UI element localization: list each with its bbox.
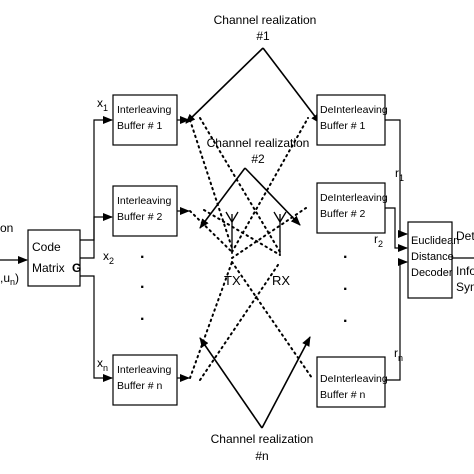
code-matrix-line2: Matrix [32, 261, 65, 275]
link-r1 [385, 119, 408, 238]
link-x2 [80, 213, 113, 259]
path-cross-n [199, 261, 281, 381]
input-symbols: ,un) [0, 271, 19, 287]
interleaving-buffer-2 [112, 185, 178, 237]
path-rx-from-tx-n [231, 261, 313, 379]
channel-1-right-arrow [262, 47, 321, 124]
interleaving-buffer-n [112, 354, 178, 406]
interleaving-buffer-1 [112, 94, 178, 146]
rn-label: rn [394, 346, 403, 363]
code-matrix-block [27, 229, 81, 287]
channel-1-title: Channel realization [214, 13, 317, 27]
generator-matrix-symbol: G [72, 261, 81, 275]
output-line1: Det [456, 229, 474, 243]
channel-1-left-arrow [185, 47, 264, 124]
x1-label: x1 [97, 96, 108, 113]
interleaving-buffer-2-line1: Interleaving [117, 195, 171, 207]
interleaver-ellipsis-3: · [140, 311, 145, 328]
path-cross-1 [199, 117, 281, 253]
channel-2-left-arrow [199, 167, 246, 229]
euclidean-distance-decoder [407, 221, 453, 299]
rx-antenna-icon [273, 211, 287, 254]
xn-label: xn [97, 356, 108, 373]
interleaving-buffer-n-line2: Buffer # n [117, 380, 162, 392]
tx-antenna-icon [225, 211, 239, 254]
deinterleaver-ellipsis-2: · [343, 281, 348, 298]
path-tx-buffern [189, 261, 233, 379]
decoder-line3: Decoder [411, 267, 453, 279]
link-r2 [385, 207, 408, 252]
channel-n-number: #n [255, 449, 268, 463]
deinterleaving-buffer-n-line1: DeInterleaving [320, 373, 388, 385]
deinterleaving-buffer-1 [316, 94, 386, 146]
path-cross-2 [203, 209, 281, 256]
deinterleaver-ellipsis-1: · [343, 249, 348, 266]
decoder-line1: Euclidean [411, 235, 459, 247]
deinterleaving-buffer-1-line1: DeInterleaving [320, 104, 388, 116]
rx-label: RX [272, 273, 290, 288]
interleaver-ellipsis-1: · [140, 249, 145, 266]
deinterleaving-buffer-2-line2: Buffer # 2 [320, 208, 365, 220]
path-rx-from-tx-1 [231, 117, 309, 253]
output-line3: Sym [456, 280, 474, 294]
decoder-line2: Distance [411, 251, 454, 263]
link-xn [80, 275, 113, 382]
path-tx-buffer1 [189, 119, 233, 249]
channel-2-number: #2 [251, 152, 265, 166]
path-tx-buffer2 [189, 210, 233, 253]
channel-n-title: Channel realization [211, 432, 314, 446]
deinterleaving-buffer-2-line1: DeInterleaving [320, 192, 388, 204]
interleaving-buffer-1-line1: Interleaving [117, 104, 171, 116]
link-x1 [80, 116, 113, 241]
interleaver-ellipsis-2: · [140, 279, 145, 296]
dotted-propagation-paths [189, 117, 313, 381]
channel-2-right-arrow [244, 167, 301, 226]
code-matrix-line1: Code [32, 240, 61, 254]
link-rn [385, 258, 408, 381]
output-line2: Info [456, 264, 474, 278]
deinterleaving-buffer-1-line2: Buffer # 1 [320, 120, 365, 132]
interleaving-buffer-1-line2: Buffer # 1 [117, 120, 162, 132]
input-label: on [0, 221, 13, 235]
tx-label: TX [224, 273, 241, 288]
channel-n-left-arrow [199, 337, 263, 429]
deinterleaving-buffer-n [316, 356, 386, 408]
channel-2-title: Channel realization [207, 136, 310, 150]
deinterleaving-buffer-2 [316, 182, 386, 234]
deinterleaver-ellipsis-3: · [343, 313, 348, 330]
r1-label: r1 [395, 166, 404, 183]
r2-label: r2 [374, 232, 383, 249]
interleaving-buffer-2-line2: Buffer # 2 [117, 211, 162, 223]
interleaving-buffer-n-line1: Interleaving [117, 364, 171, 376]
channel-n-right-arrow [261, 336, 311, 429]
channel-1-number: #1 [256, 29, 270, 43]
deinterleaving-buffer-n-line2: Buffer # n [320, 389, 365, 401]
x2-label: x2 [103, 249, 114, 266]
